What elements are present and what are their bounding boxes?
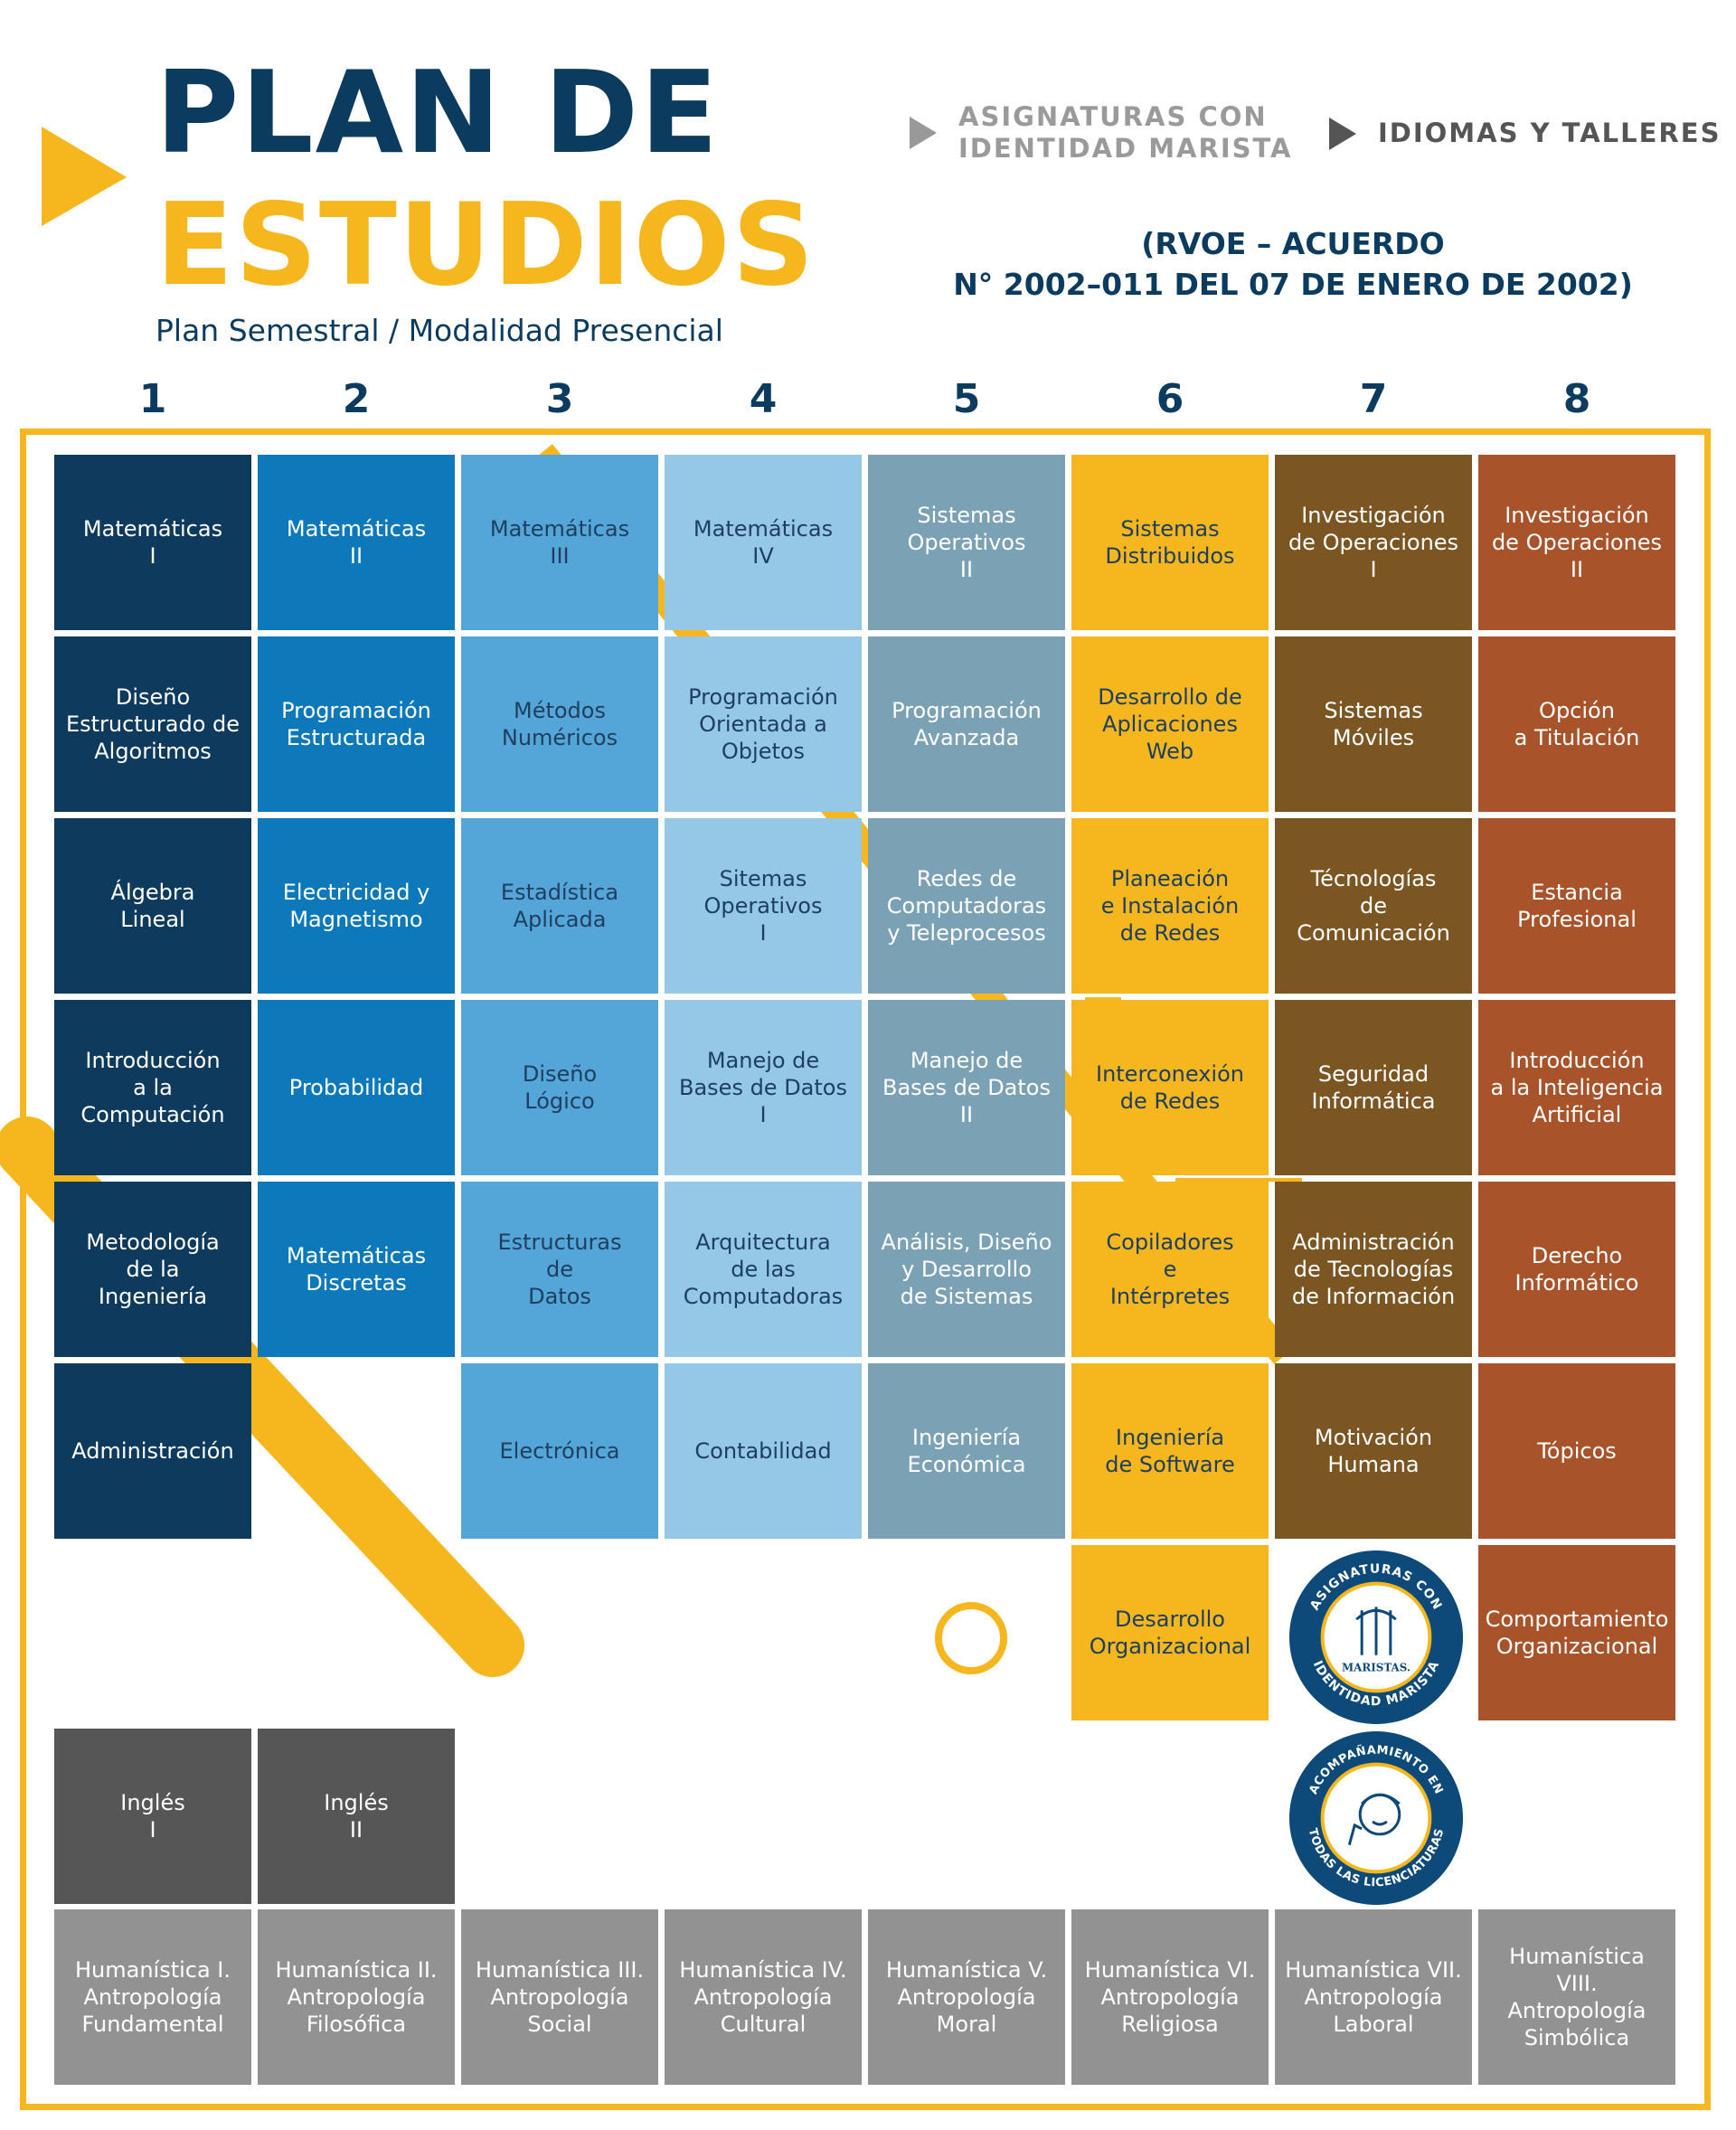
rvoe-line2: N° 2002–011 DEL 07 DE ENERO DE 2002) xyxy=(953,266,1633,302)
humanities-cell: Humanística I. Antropología Fundamental xyxy=(54,1909,251,2085)
course-cell: Contabilidad xyxy=(665,1363,862,1539)
course-cell: Desarrollo de Aplicaciones Web xyxy=(1071,636,1269,812)
legend-idiomas: IDIOMAS Y TALLERES xyxy=(1329,118,1721,150)
humanities-cell: Humanística VII. Antropología Laboral xyxy=(1275,1909,1472,2085)
marista-seal: ASIGNATURAS CON IDENTIDAD MARISTA MARIST… xyxy=(1288,1550,1464,1725)
course-cell: Copiladores e Intérpretes xyxy=(1071,1182,1269,1357)
course-cell: Opción a Titulación xyxy=(1478,636,1675,812)
svg-text:MARISTAS.: MARISTAS. xyxy=(1342,1662,1410,1674)
plan-frame xyxy=(20,429,1711,2110)
course-cell: Manejo de Bases de Datos II xyxy=(868,1000,1065,1175)
course-cell: Sistemas Distribuidos xyxy=(1071,455,1269,630)
course-cell: Investigación de Operaciones I xyxy=(1275,455,1472,630)
humanities-cell: Humanística VIII. Antropología Simbólica xyxy=(1478,1909,1675,2085)
course-cell: Seguridad Informática xyxy=(1275,1000,1472,1175)
course-cell: Matemáticas IV xyxy=(665,455,862,630)
course-cell: Redes de Computadoras y Teleprocesos xyxy=(868,818,1065,994)
course-cell: Comportamiento Organizacional xyxy=(1478,1545,1675,1720)
triangle-icon xyxy=(910,117,937,150)
course-cell: Matemáticas II xyxy=(258,455,455,630)
humanities-cell: Humanística III. Antropología Social xyxy=(461,1909,658,2085)
course-cell: Estancia Profesional xyxy=(1478,818,1675,994)
humanities-cell: Humanística VI. Antropología Religiosa xyxy=(1071,1909,1269,2085)
course-cell: Programación Orientada a Objetos xyxy=(665,636,862,812)
triangle-icon xyxy=(1329,118,1356,150)
language-cell: Inglés II xyxy=(258,1729,455,1904)
page-title-line2: ESTUDIOS xyxy=(156,178,816,311)
course-cell: Administración de Tecnologías de Informa… xyxy=(1275,1182,1472,1357)
page-subtitle: Plan Semestral / Modalidad Presencial xyxy=(156,313,723,348)
course-cell: Matemáticas III xyxy=(461,455,658,630)
semester-number: 8 xyxy=(1562,376,1591,422)
course-cell: Probabilidad xyxy=(258,1000,455,1175)
semester-number: 2 xyxy=(342,376,371,422)
course-cell: Métodos Numéricos xyxy=(461,636,658,812)
legend-label: IDIOMAS Y TALLERES xyxy=(1378,118,1722,149)
course-cell: Ingeniería de Software xyxy=(1071,1363,1269,1539)
course-cell: Técnologías de Comunicación xyxy=(1275,818,1472,994)
course-cell: Manejo de Bases de Datos I xyxy=(665,1000,862,1175)
semester-number: 7 xyxy=(1359,376,1388,422)
course-cell: Administración xyxy=(54,1363,251,1539)
legend-label: ASIGNATURAS CON IDENTIDAD MARISTA xyxy=(958,101,1293,165)
course-cell: Electricidad y Magnetismo xyxy=(258,818,455,994)
course-cell: Diseño Lógico xyxy=(461,1000,658,1175)
humanities-cell: Humanística II. Antropología Filosófica xyxy=(258,1909,455,2085)
course-cell: Matemáticas Discretas xyxy=(258,1182,455,1357)
rvoe-line1: (RVOE – ACUERDO xyxy=(1141,226,1445,261)
course-cell: Estadística Aplicada xyxy=(461,818,658,994)
marista-logo-icon xyxy=(1355,1607,1397,1655)
play-triangle-icon xyxy=(42,127,127,226)
course-cell: Introducción a la Computación xyxy=(54,1000,251,1175)
decor-ring xyxy=(935,1602,1007,1674)
course-cell: Análisis, Diseño y Desarrollo de Sistema… xyxy=(868,1182,1065,1357)
semester-number: 3 xyxy=(545,376,574,422)
course-cell: Electrónica xyxy=(461,1363,658,1539)
course-cell: Tópicos xyxy=(1478,1363,1675,1539)
course-cell: Investigación de Operaciones II xyxy=(1478,455,1675,630)
course-cell: Desarrollo Organizacional xyxy=(1071,1545,1269,1720)
person-icon xyxy=(1347,1793,1401,1846)
course-cell: Metodología de la Ingeniería xyxy=(54,1182,251,1357)
course-cell: Introducción a la Inteligencia Artificia… xyxy=(1478,1000,1675,1175)
course-cell: Álgebra Lineal xyxy=(54,818,251,994)
course-cell: Interconexión de Redes xyxy=(1071,1000,1269,1175)
course-cell: Programación Avanzada xyxy=(868,636,1065,812)
course-cell: Arquitectura de las Computadoras xyxy=(665,1182,862,1357)
course-cell: Diseño Estructurado de Algoritmos xyxy=(54,636,251,812)
legend-marista: ASIGNATURAS CON IDENTIDAD MARISTA xyxy=(910,101,1292,165)
semester-number: 1 xyxy=(138,376,167,422)
course-cell: Sistemas Operativos II xyxy=(868,455,1065,630)
course-cell: Derecho Informático xyxy=(1478,1182,1675,1357)
course-cell: Estructuras de Datos xyxy=(461,1182,658,1357)
course-cell: Matemáticas I xyxy=(54,455,251,630)
acompanamiento-seal: ACOMPAÑAMIENTO EN TODAS LAS LICENCIATURA… xyxy=(1288,1730,1464,1906)
semester-number: 4 xyxy=(749,376,778,422)
course-cell: Sistemas Móviles xyxy=(1275,636,1472,812)
humanities-cell: Humanística V. Antropología Moral xyxy=(868,1909,1065,2085)
humanities-cell: Humanística IV. Antropología Cultural xyxy=(665,1909,862,2085)
course-cell: Ingeniería Económica xyxy=(868,1363,1065,1539)
language-cell: Inglés I xyxy=(54,1729,251,1904)
course-cell: Sitemas Operativos I xyxy=(665,818,862,994)
semester-number: 6 xyxy=(1156,376,1184,422)
course-cell: Planeación e Instalación de Redes xyxy=(1071,818,1269,994)
page-title-line1: PLAN DE xyxy=(156,46,721,179)
rvoe-info: (RVOE – ACUERDO N° 2002–011 DEL 07 DE EN… xyxy=(940,224,1646,305)
course-cell: Programación Estructurada xyxy=(258,636,455,812)
semester-number: 5 xyxy=(952,376,981,422)
course-cell: Motivación Humana xyxy=(1275,1363,1472,1539)
